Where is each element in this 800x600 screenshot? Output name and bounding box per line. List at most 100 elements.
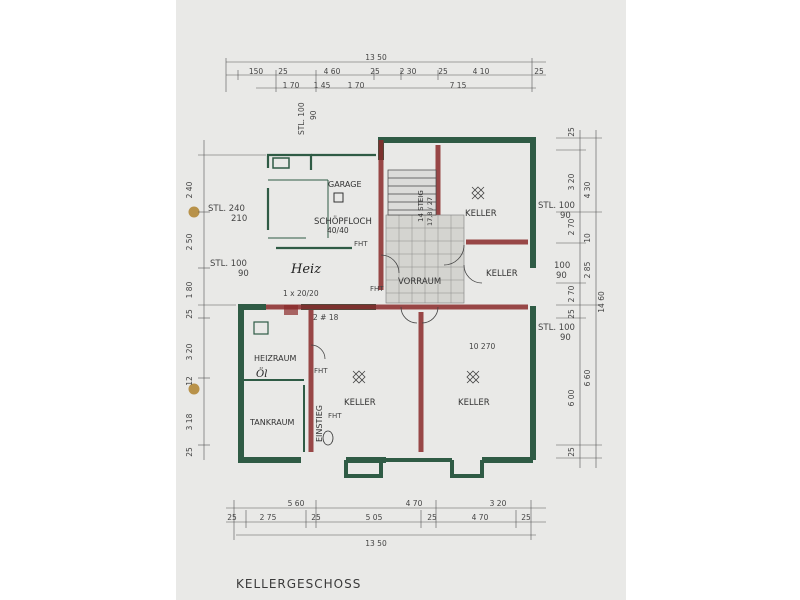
dim-label: 25	[438, 67, 448, 76]
label-keller-e: KELLER	[486, 269, 518, 279]
dim-label: 25	[370, 67, 380, 76]
stair-label: 14 STEIG	[417, 190, 425, 222]
dim-label: 25	[185, 447, 194, 457]
dim-right-outer: 4 30 14 60 6 60	[583, 181, 606, 386]
note-stl100-r1: STL. 100	[538, 201, 575, 211]
dim-label: 1 70	[283, 81, 300, 90]
label-keller-center: KELLER	[344, 398, 376, 408]
label-einstieg: EINSTIEG	[315, 405, 324, 442]
dim-label: 7 15	[450, 81, 467, 90]
dim-label: 2 85	[583, 261, 592, 278]
dim-label: 25	[521, 513, 531, 522]
note-fht-4: FHT	[328, 412, 342, 420]
note-210: 210	[231, 214, 247, 224]
dim-label: 3 20	[567, 173, 576, 190]
punch-hole-top	[188, 206, 200, 218]
punch-hole-bottom	[188, 383, 200, 395]
note-window: 1 x 20/20	[283, 289, 319, 298]
dim-top-row1: 150 25 4 60 25 2 30 25 4 10 25	[249, 67, 544, 76]
handwritten-circle	[322, 430, 334, 446]
dim-right-inner: 25 3 20 2 70 10 2 85 2 70 25 6 00 25	[567, 127, 592, 457]
label-heizraum: HEIZRAUM	[254, 354, 296, 363]
dim-label: 25	[311, 513, 321, 522]
dim-label: 2 70	[567, 218, 576, 235]
tile-grid	[386, 215, 464, 303]
drawing-title: KELLERGESCHOSS	[236, 577, 361, 591]
light-markers	[352, 186, 485, 384]
bottom-recesses	[344, 458, 484, 478]
dim-label: 4 60	[324, 67, 341, 76]
utility-partitions	[241, 379, 305, 452]
dim-label: 4 10	[473, 67, 490, 76]
plan-sheet: 13 50 150 25 4 60 25 2 30 25 4 10 25 1 7…	[176, 0, 626, 600]
dim-label: 12	[185, 376, 194, 386]
dim-label: 2 30	[400, 67, 417, 76]
dim-label: 6 60	[583, 369, 592, 386]
dim-label: 25	[427, 513, 437, 522]
dim-label: 3 18	[185, 413, 194, 430]
note-90-r1: 90	[560, 211, 571, 221]
dim-label: 4 30	[583, 181, 592, 198]
dim-label: 25	[227, 513, 237, 522]
dim-label: 2 75	[260, 513, 277, 522]
dim-label: 5 60	[288, 499, 305, 508]
note-stl100-r3: STL. 100	[538, 323, 575, 333]
dim-label: 25	[567, 447, 576, 457]
dim-label: 2 70	[567, 285, 576, 302]
note-90-left: 90	[238, 269, 249, 279]
label-vorraum: VORRAUM	[398, 277, 441, 287]
note-stl100-left: STL. 100	[210, 259, 247, 269]
door-arcs	[310, 244, 483, 360]
dim-top-row2: 1 70 1 45 1 70 7 15	[283, 81, 467, 90]
garage-walls	[266, 153, 376, 250]
garage-pillar	[272, 157, 290, 169]
dim-label: 14 60	[597, 291, 606, 313]
dim-label: 6 00	[567, 389, 576, 406]
dim-label: 3 20	[185, 343, 194, 360]
dim-label: 4 70	[472, 513, 489, 522]
note-stl240: STL. 240	[208, 204, 245, 214]
left-dimension-line	[198, 140, 266, 460]
schoepfloch-marker	[333, 192, 344, 203]
dim-label: 25	[567, 309, 576, 319]
bottom-dimension-lines	[226, 500, 546, 540]
dim-label: 25	[534, 67, 544, 76]
stair-ratio: 17,8 / 27	[426, 197, 434, 226]
dim-bottom-row1: 5 60 4 70 3 20	[288, 499, 507, 508]
dim-top-total: 13 50	[365, 53, 387, 62]
label-keller-se: KELLER	[458, 398, 490, 408]
right-dimension-lines	[556, 130, 602, 468]
note-opening: 2 # 18	[313, 313, 339, 322]
dim-bottom-total: 13 50	[365, 539, 387, 548]
dim-label: 3 20	[490, 499, 507, 508]
note-90-r2: 90	[556, 271, 567, 281]
note-inner-dim: 10 270	[469, 342, 495, 351]
label-schoepfloch-size: 40/40	[327, 226, 349, 235]
label-garage: GARAGE	[328, 180, 362, 189]
dim-label: 1 80	[185, 281, 194, 298]
dim-label: 25	[567, 127, 576, 137]
top-dimension-lines	[225, 58, 546, 92]
note-90-top: 90	[309, 110, 318, 120]
dim-label: 1 70	[348, 81, 365, 90]
label-tankraum: TANKRAUM	[249, 418, 295, 427]
note-fht-2: FHT	[370, 285, 384, 293]
chimney	[284, 305, 298, 315]
dim-label: 25	[278, 67, 288, 76]
staircase	[387, 169, 437, 216]
dim-label: 150	[249, 67, 264, 76]
note-90-r3: 90	[560, 333, 571, 343]
note-fht-3: FHT	[314, 367, 328, 375]
note-stl100-top: STL. 100	[297, 102, 306, 135]
dim-label: 25	[185, 309, 194, 319]
dim-label: 4 70	[406, 499, 423, 508]
handwritten-oel: Öl	[256, 368, 267, 380]
floor-plan: 13 50 150 25 4 60 25 2 30 25 4 10 25 1 7…	[185, 53, 606, 591]
handwritten-heiz: Heiz	[290, 262, 321, 277]
note-fht-1: FHT	[354, 240, 368, 248]
dim-label: 1 45	[314, 81, 331, 90]
dim-label: 2 50	[185, 233, 194, 250]
note-100: 100	[554, 261, 570, 271]
label-schoepfloch: SCHÖPFLOCH	[314, 216, 372, 227]
label-keller-nw: KELLER	[465, 209, 497, 219]
